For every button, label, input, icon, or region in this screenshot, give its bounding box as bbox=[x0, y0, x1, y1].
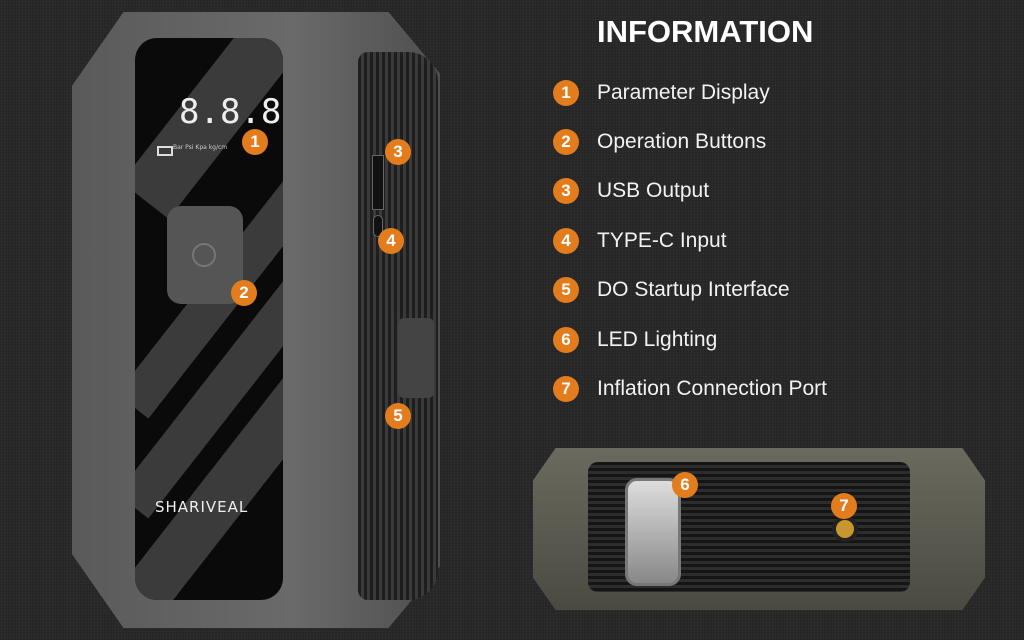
info-item: 5 DO Startup Interface bbox=[553, 277, 790, 303]
number-badge: 3 bbox=[553, 178, 579, 204]
info-item: 2 Operation Buttons bbox=[553, 129, 766, 155]
info-heading: INFORMATION bbox=[597, 14, 814, 49]
number-badge: 1 bbox=[553, 80, 579, 106]
info-label: USB Output bbox=[597, 179, 710, 202]
callout-badge-2: 2 bbox=[231, 280, 257, 306]
info-label: Parameter Display bbox=[597, 81, 770, 104]
inflation-port-icon bbox=[832, 516, 858, 542]
callout-badge-3: 3 bbox=[385, 139, 411, 165]
device-screen: 8.8.8 Bar Psi Kpa kg/cm SHARIVEAL bbox=[135, 38, 283, 600]
info-item: 1 Parameter Display bbox=[553, 80, 770, 106]
led-light-icon bbox=[625, 478, 681, 586]
info-label: Inflation Connection Port bbox=[597, 377, 827, 400]
callout-badge-1: 1 bbox=[242, 129, 268, 155]
brand-logo: SHARIVEAL bbox=[155, 498, 249, 516]
info-item: 6 LED Lighting bbox=[553, 327, 717, 353]
info-item: 3 USB Output bbox=[553, 178, 709, 204]
number-badge: 6 bbox=[553, 327, 579, 353]
number-badge: 2 bbox=[553, 129, 579, 155]
info-label: DO Startup Interface bbox=[597, 278, 790, 301]
number-badge: 5 bbox=[553, 277, 579, 303]
callout-badge-5: 5 bbox=[385, 403, 411, 429]
display-digits: 8.8.8 bbox=[179, 92, 282, 132]
callout-badge-7: 7 bbox=[831, 493, 857, 519]
callout-badge-4: 4 bbox=[378, 228, 404, 254]
power-icon bbox=[192, 243, 216, 267]
callout-badge-6: 6 bbox=[672, 472, 698, 498]
info-label: LED Lighting bbox=[597, 328, 718, 351]
number-badge: 7 bbox=[553, 376, 579, 402]
battery-icon bbox=[157, 146, 173, 156]
usb-port bbox=[372, 155, 384, 210]
do-startup-cover bbox=[398, 318, 434, 398]
display-units: Bar Psi Kpa kg/cm bbox=[173, 144, 228, 151]
info-item: 4 TYPE-C Input bbox=[553, 228, 727, 254]
number-badge: 4 bbox=[553, 228, 579, 254]
info-item: 7 Inflation Connection Port bbox=[553, 376, 827, 402]
info-label: Operation Buttons bbox=[597, 130, 767, 153]
info-label: TYPE-C Input bbox=[597, 229, 727, 252]
